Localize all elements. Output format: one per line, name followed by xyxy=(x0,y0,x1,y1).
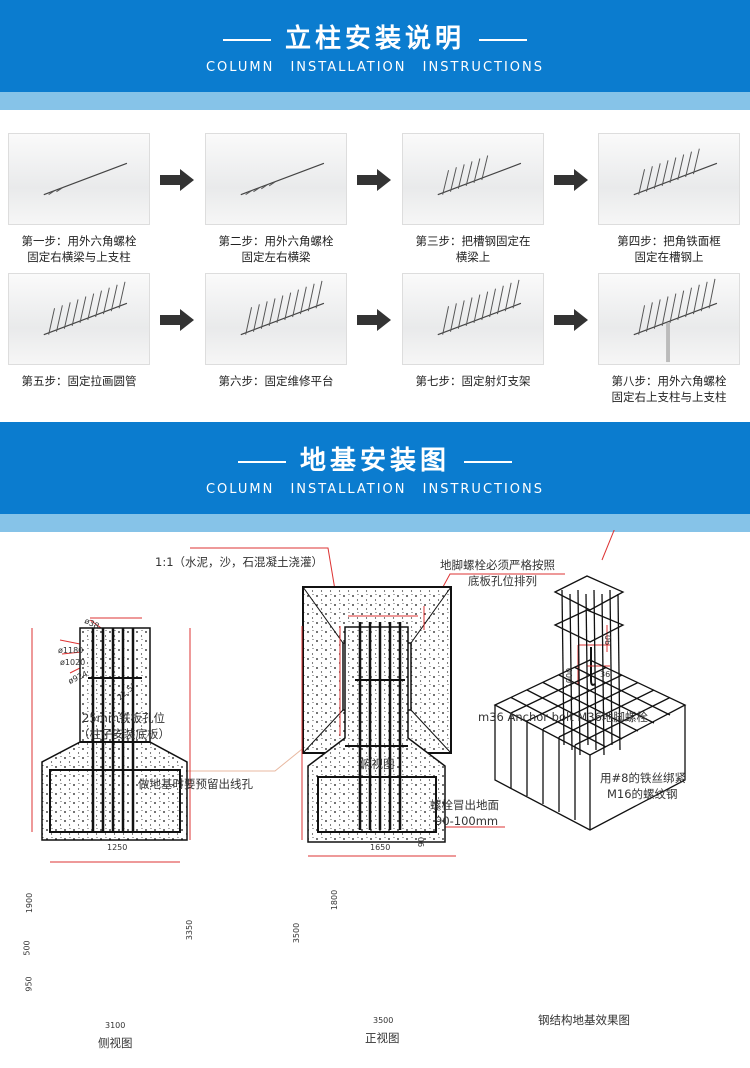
dim-anchor-length: 1000 xyxy=(565,667,575,689)
foundation-drawing xyxy=(31,530,687,863)
front-dim-bolt: 90 xyxy=(417,836,427,848)
step-8: 第八步：用外六角螺栓固定右上支柱与上支柱 xyxy=(598,273,740,405)
step-3-image xyxy=(402,133,544,225)
step-4-image xyxy=(598,133,740,225)
front-view-label: 正视图 xyxy=(365,1031,400,1045)
steel-cage-3d xyxy=(493,575,687,831)
step-8-image xyxy=(598,273,740,365)
next-arrow-icon xyxy=(357,169,391,191)
front-dim-base: 3500 xyxy=(373,1016,394,1025)
anchor-bolt-label: m36 Anchor bolt M36地脚螺栓 xyxy=(478,710,648,724)
step-8-caption-2: 固定右上支柱与上支柱 xyxy=(611,390,727,404)
side-view-label: 侧视图 xyxy=(98,1036,133,1050)
step-5: 第五步：固定拉画圆管 xyxy=(8,273,150,389)
side-view-elevation xyxy=(31,617,191,863)
next-arrow-icon xyxy=(160,169,194,191)
wire-note-2: M16的螺纹钢 xyxy=(607,787,678,801)
step-4-caption-1: 第四步：把角铁面框 xyxy=(617,234,721,248)
wire-note-1: 用#8的铁丝绑紧 xyxy=(600,771,686,785)
step-1: 第一步：用外六角螺栓固定右横梁与上支柱 xyxy=(8,133,150,265)
step-6: 第六步：固定维修平台 xyxy=(205,273,347,389)
plate-label-1: 25mm铁板孔位 xyxy=(82,711,166,725)
next-arrow-icon xyxy=(554,309,588,331)
step-1-caption-2: 固定右横梁与上支柱 xyxy=(27,250,131,264)
concrete-mix-note: 1:1（水泥，沙，石混凝土浇灌） xyxy=(155,555,324,569)
front-view-elevation xyxy=(301,606,456,857)
step-5-caption-1: 第五步：固定拉画圆管 xyxy=(21,374,137,388)
bolt-protrude-note-2: 90-100mm xyxy=(435,814,499,828)
section2-stripe xyxy=(0,514,750,532)
step-2-caption-2: 固定左右横梁 xyxy=(241,250,311,264)
side-dim-h2: 500 xyxy=(22,940,32,956)
step-2-image xyxy=(205,133,347,225)
dim-anchor-top: 90 xyxy=(604,634,614,646)
step-4-caption-2: 固定在槽钢上 xyxy=(634,250,704,264)
side-dim-top: 1250 xyxy=(107,843,128,852)
step-2-caption-1: 第二步：用外六角螺栓 xyxy=(218,234,334,248)
side-dim-base: 3100 xyxy=(105,1021,126,1030)
dim-d1180: ø1180 xyxy=(58,646,84,655)
step-2: 第二步：用外六角螺栓固定左右横梁 xyxy=(205,133,347,265)
step-3: 第三步：把槽钢固定在横梁上 xyxy=(402,133,544,265)
next-arrow-icon xyxy=(357,309,391,331)
bolt-protrude-note-1: 螺栓冒出地面 xyxy=(430,798,499,812)
side-dim-h1: 1900 xyxy=(25,892,35,914)
side-dim-total: 3350 xyxy=(185,919,195,941)
front-dim-top: 1650 xyxy=(370,843,391,852)
step-5-image xyxy=(8,273,150,365)
section2-header xyxy=(0,422,750,514)
top-view-label: 俯视图 xyxy=(360,757,395,771)
dim-d1020: ø1020 xyxy=(60,658,86,667)
front-dim-h1: 1800 xyxy=(330,889,340,911)
step-6-image xyxy=(205,273,347,365)
cable-hole-note: 做地基时要预留出线孔 xyxy=(138,777,253,791)
step-3-caption-1: 第三步：把槽钢固定在 xyxy=(415,234,531,248)
step-7-image xyxy=(402,273,544,365)
front-dim-total: 3500 xyxy=(292,922,302,944)
section2-title: 地基安装图 xyxy=(0,440,750,477)
step-1-image xyxy=(8,133,150,225)
steel-view-label: 钢结构地基效果图 xyxy=(538,1013,630,1027)
step-8-caption-1: 第八步：用外六角螺栓 xyxy=(611,374,727,388)
step-6-caption-1: 第六步：固定维修平台 xyxy=(218,374,334,388)
bolt-arrangement-note-2: 底板孔位排列 xyxy=(468,574,537,588)
section2-subtitle: COLUMN INSTALLATION INSTRUCTIONS xyxy=(205,482,545,497)
plate-label-2: （柱子安装底板） xyxy=(78,727,170,741)
step-4: 第四步：把角铁面框固定在槽钢上 xyxy=(598,133,740,265)
step-1-caption-1: 第一步：用外六角螺栓 xyxy=(21,234,137,248)
step-7: 第七步：固定射灯支架 xyxy=(402,273,544,389)
dim-anchor-dia: 36 xyxy=(600,670,611,679)
section1-title: 立柱安装说明 xyxy=(0,18,750,55)
step-3-caption-2: 横梁上 xyxy=(455,250,491,264)
next-arrow-icon xyxy=(554,169,588,191)
section1-header xyxy=(0,0,750,92)
step-7-caption-1: 第七步：固定射灯支架 xyxy=(415,374,531,388)
section1-stripe xyxy=(0,92,750,110)
side-dim-h3: 950 xyxy=(24,976,34,992)
next-arrow-icon xyxy=(160,309,194,331)
bolt-arrangement-note-1: 地脚螺栓必须严格按照 xyxy=(440,558,555,572)
section1-subtitle: COLUMN INSTALLATION INSTRUCTIONS xyxy=(205,60,545,75)
